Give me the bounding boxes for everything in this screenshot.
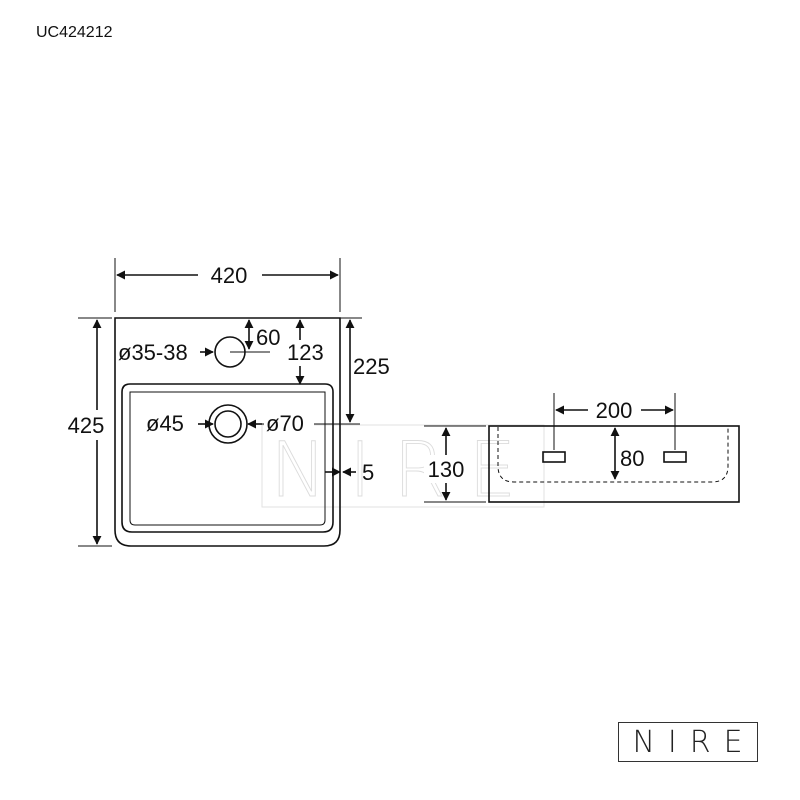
bowl-inner-edge	[129, 391, 326, 526]
side-view: 200 80 130	[424, 393, 740, 503]
dim-rim: 5	[362, 460, 374, 485]
drain-inner	[214, 410, 242, 438]
dim-width: 420	[211, 263, 248, 288]
dim-mount-height: 80	[620, 446, 644, 471]
brand-logo-text: NIRE	[632, 725, 756, 760]
basin-outline	[114, 317, 341, 547]
brand-logo: NIRE	[618, 722, 758, 762]
watermark-text: NIRE	[270, 425, 538, 514]
mount-slot-right	[663, 451, 687, 463]
model-code: UC424212	[36, 24, 113, 41]
dim-tap-offset: 60	[256, 325, 280, 350]
dim-mount-spacing: 200	[596, 398, 633, 423]
watermark: NIRE	[261, 424, 545, 514]
dim-tap-drain: 225	[353, 354, 390, 379]
top-view: 420 425 ø35-38 60 123 225 ø45 ø70 5	[60, 258, 398, 547]
dim-tap-diameter: ø35-38	[118, 340, 188, 365]
mount-slot-left	[542, 451, 566, 463]
dim-drain-outer: ø70	[266, 411, 304, 436]
bowl-hidden-line	[497, 427, 729, 483]
dim-drain-hole: ø45	[146, 411, 184, 436]
dim-tap-bowl: 123	[287, 340, 324, 365]
side-outline	[488, 425, 740, 503]
dim-height: 130	[428, 457, 465, 482]
bowl-outline	[121, 383, 334, 533]
dim-depth: 425	[68, 413, 105, 438]
